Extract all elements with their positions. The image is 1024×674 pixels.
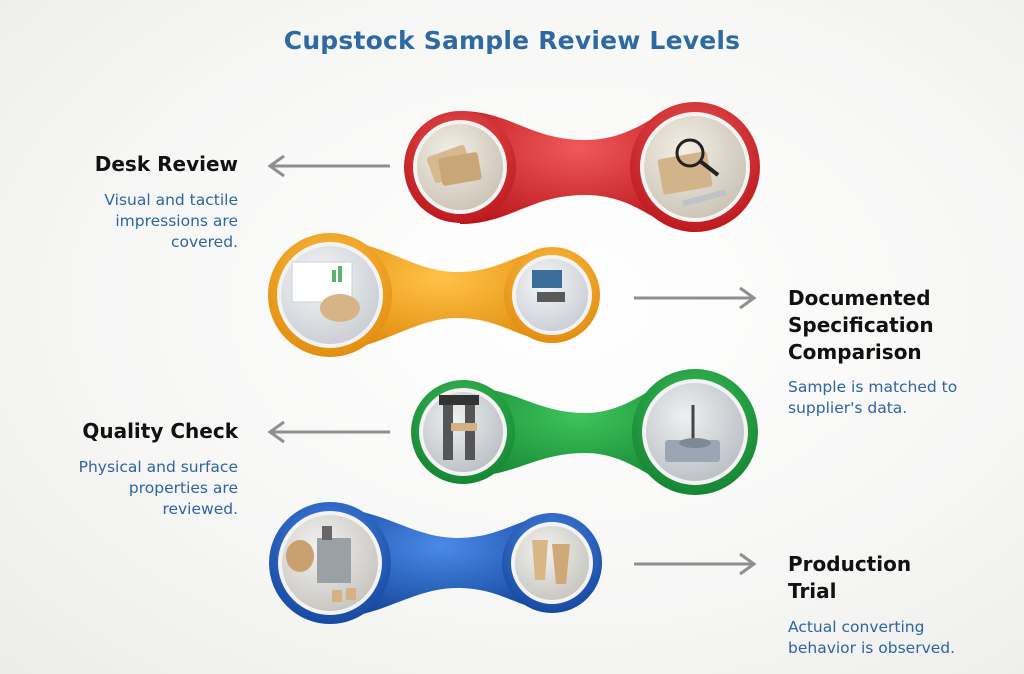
arrow-right-icon [634,286,757,310]
arrow-right-icon [634,552,757,576]
desc-line: reviewed. [162,500,238,518]
arrow-left-icon [267,154,390,178]
level-description-production-trial: Actual converting behavior is observed. [788,617,1008,659]
arrow-left-icon [267,420,390,444]
desc-line: impressions are [115,212,238,230]
photo-paper-cups [511,522,593,604]
heading-line: Specification [788,313,934,337]
level-description-desk-review: Visual and tactile impressions are cover… [40,190,238,253]
photo-tensile-tester [419,388,507,476]
linker-green [411,369,758,495]
photo-surface-tester [642,379,748,485]
heading-line: Trial [788,579,837,603]
level-heading-documented-specification: Documented Specification Comparison [788,285,1008,366]
level-heading-production-trial: Production Trial [788,551,1008,605]
level-heading-desk-review: Desk Review [94,152,238,176]
desc-line: Visual and tactile [104,191,238,209]
desc-line: Physical and surface [78,458,238,476]
desc-line: properties are [128,479,238,497]
linker-red [404,102,760,232]
heading-line: Comparison [788,340,922,364]
page-title: Cupstock Sample Review Levels [283,26,741,55]
linker-orange [268,233,600,357]
desc-line: covered. [170,233,238,251]
desc-line: Actual converting [788,618,925,636]
desc-line: behavior is observed. [788,639,956,657]
heading-line: Documented [788,286,931,310]
level-description-documented-specification: Sample is matched to supplier's data. [788,377,1008,419]
linker-blue [269,502,602,624]
level-heading-quality-check: Quality Check [82,419,238,443]
desc-line: Sample is matched to [788,378,958,396]
level-description-quality-check: Physical and surface properties are revi… [30,457,238,520]
desc-line: supplier's data. [788,399,908,417]
heading-line: Production [788,552,912,576]
